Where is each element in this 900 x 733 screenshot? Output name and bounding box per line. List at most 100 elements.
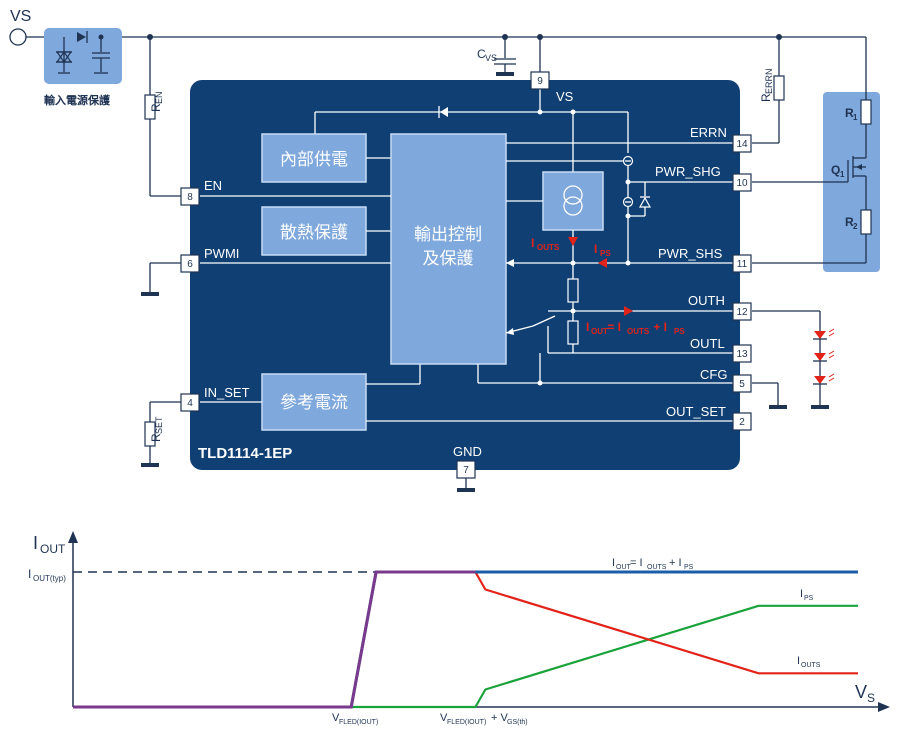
q1-label: Q [831, 163, 840, 177]
signal-out-set: OUT_SET [666, 404, 726, 419]
series-iout-label-sub2: OUTS [647, 564, 667, 571]
series-ips-label-sub: PS [804, 595, 814, 602]
pin-cfg: 5 [732, 374, 752, 393]
cvs-sub: VS [485, 53, 497, 63]
signal-en: EN [204, 178, 222, 193]
chip-name: TLD1114-1EP [198, 445, 292, 462]
signal-cfg: CFG [700, 367, 727, 382]
series-iout-label-sub: OUT [616, 564, 632, 571]
iout-eq-sub3: PS [674, 327, 685, 336]
iout-arrow-icon [624, 306, 633, 316]
series-layer [73, 570, 858, 709]
pin-vs: 9 [530, 71, 550, 90]
r2-sub: 2 [853, 222, 858, 231]
signal-gnd: GND [453, 444, 482, 459]
pin-en: 8 [180, 187, 200, 206]
series-overlap-line [73, 570, 476, 709]
svg-text:2: 2 [739, 417, 745, 428]
svg-text:8: 8 [187, 192, 193, 203]
q1-sub: 1 [840, 170, 845, 179]
rset-label: R [149, 433, 163, 442]
iout-eq-sub1: OUT [591, 327, 608, 336]
block-output-control-line1: 輸出控制 [414, 225, 482, 245]
svg-text:12: 12 [736, 307, 748, 318]
series-iout-label-main: I [612, 557, 615, 569]
svg-text:6: 6 [187, 259, 193, 270]
current-source-block [542, 171, 604, 231]
block-thermal-protection [261, 206, 367, 256]
ips-arrow-icon [598, 258, 607, 268]
vs-internal-label: VS [556, 89, 574, 104]
pin-outl: 13 [732, 344, 752, 363]
y-axis-arrow-icon [68, 531, 78, 543]
led-1-icon [813, 328, 835, 340]
vs-terminal-label: VS [10, 8, 31, 25]
block-output-control [390, 133, 507, 365]
signal-pwr-shs: PWR_SHS [658, 246, 723, 261]
svg-text:14: 14 [736, 139, 748, 150]
block-output-control-line2: 及保護 [423, 249, 474, 269]
pin-pwmi: 6 [180, 254, 200, 273]
series-iout-label-mid: = I [627, 557, 643, 569]
series-ips-line [73, 604, 858, 709]
x-tick1-sub: FLED(IOUT) [339, 719, 378, 726]
ips-label: I [594, 242, 597, 256]
signal-pwmi: PWMI [204, 246, 239, 261]
signal-pwr-shg: PWR_SHG [655, 164, 721, 179]
series-iout-label-sub3: PS [684, 564, 694, 571]
svg-text:7: 7 [463, 465, 469, 476]
x-axis-label-sub: S [867, 691, 875, 705]
pin-in-set: 4 [180, 393, 200, 412]
x-tick2-tail: + V [488, 712, 509, 724]
r1-sub: 1 [853, 113, 858, 122]
svg-text:9: 9 [537, 76, 543, 87]
iout-eq-sub2: OUTS [627, 327, 650, 336]
signal-in-set: IN_SET [204, 385, 250, 400]
signal-outl: OUTL [690, 336, 725, 351]
series-iout-line [73, 570, 858, 709]
iout-eq-mid: = I [604, 320, 621, 334]
rerrn-resistor [773, 75, 785, 101]
pin-errn: 14 [732, 134, 752, 153]
iouts-label: I [531, 236, 534, 250]
y-ref-label-sub: OUT(typ) [33, 574, 66, 583]
r1-resistor [860, 99, 872, 125]
block-internal-supply [261, 133, 367, 183]
ren-label: R [149, 103, 163, 112]
x-tick2-sub: FLED(IOUT) [447, 719, 486, 726]
y-axis-label-sub: OUT [40, 542, 66, 556]
r1-label: R [845, 106, 854, 120]
r2-label: R [845, 215, 854, 229]
svg-text:13: 13 [736, 349, 748, 360]
pin-gnd: 7 [456, 460, 476, 479]
iouts-arrow-icon [568, 237, 578, 246]
r2-resistor [860, 209, 872, 235]
ips-sub: PS [600, 249, 611, 258]
y-axis-label-main: I [33, 533, 38, 553]
svg-text:5: 5 [739, 379, 745, 390]
block-internal-supply-label: 內部供電 [280, 150, 348, 170]
x-tick1-main: V [332, 712, 340, 724]
vs-terminal [9, 28, 27, 46]
block-thermal-protection-label: 散熱保護 [280, 223, 348, 243]
series-iouts-label-sub: OUTS [801, 662, 821, 669]
block-reference-current [261, 373, 367, 431]
svg-text:4: 4 [187, 398, 193, 409]
iout-vs-chart: I OUT V S I OUT(typ) V FLED(IOUT) V FLED… [28, 531, 890, 726]
svg-text:11: 11 [737, 259, 748, 270]
iout-eq-main: I [586, 320, 589, 334]
input-protection-label: 輸入電源保護 [44, 93, 111, 107]
y-ref-label-main: I [28, 567, 31, 581]
cvs-label: C [477, 47, 486, 61]
series-iouts-line [73, 570, 858, 709]
ren-sub: EN [154, 91, 164, 104]
x-tick2-sub2: GS(th) [507, 719, 528, 726]
pin-pwr-shg: 10 [732, 173, 752, 192]
led-3-icon [813, 373, 835, 385]
rset-sub: SET [154, 416, 164, 434]
x-axis-label-main: V [855, 682, 867, 702]
iout-eq-plus: + I [650, 320, 667, 334]
rerrn-label: R [759, 93, 773, 102]
pin-outh: 12 [732, 302, 752, 321]
